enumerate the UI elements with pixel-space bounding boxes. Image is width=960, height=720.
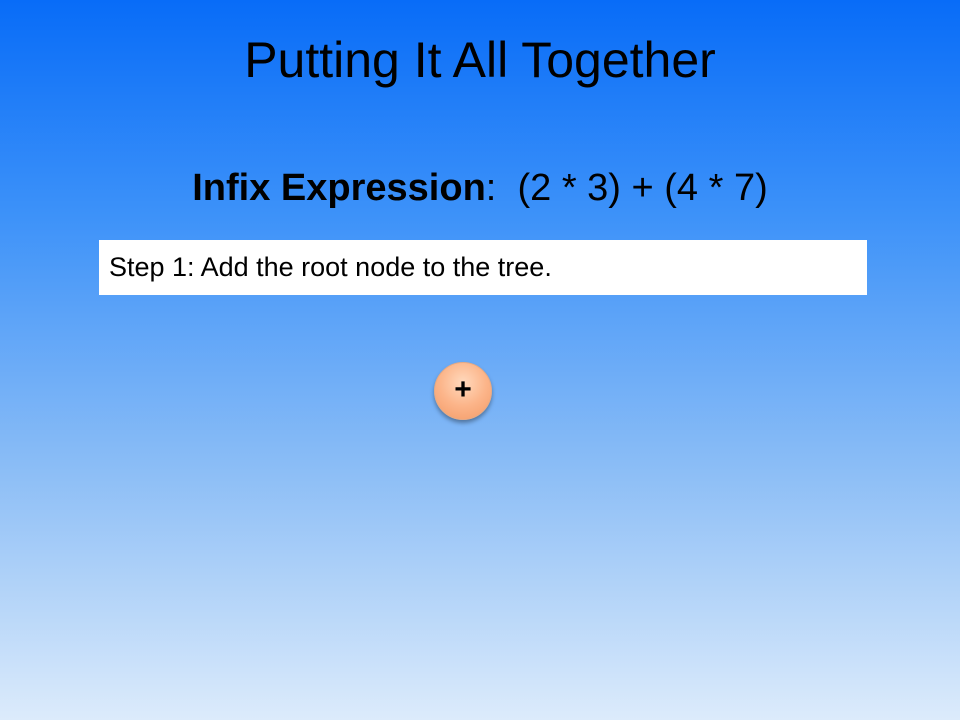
step-description: Step 1: Add the root node to the tree. [99, 240, 867, 295]
expression-value: (2 * 3) + (4 * 7) [517, 167, 768, 209]
tree-root-node: + [434, 362, 492, 420]
expression-separator: : [485, 167, 518, 209]
expression-label: Infix Expression [192, 167, 486, 209]
slide-title: Putting It All Together [244, 32, 716, 88]
infix-expression: Infix Expression: (2 * 3) + (4 * 7) [0, 162, 960, 214]
